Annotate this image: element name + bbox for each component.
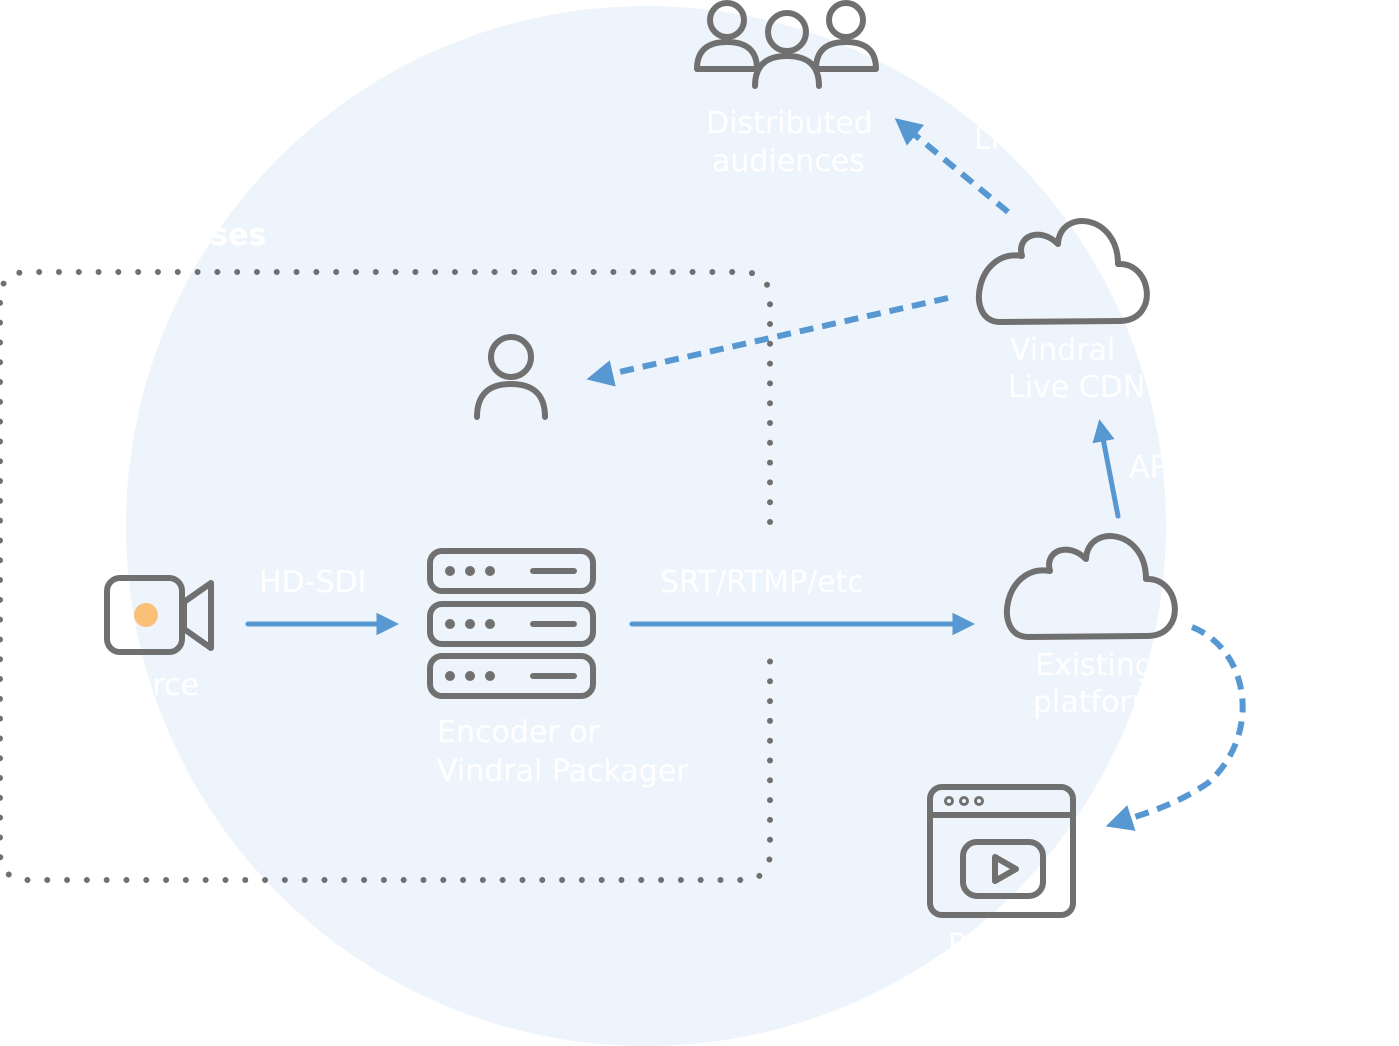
audiences-label-line2: audiences [712, 144, 865, 179]
play-button [960, 839, 1046, 899]
record-dot [134, 603, 158, 627]
audiences-label: Distributed [706, 106, 873, 141]
cdn-to-local-viewer-arrow [586, 295, 949, 387]
vindral-cdn-label-line2: Live CDN [1008, 370, 1145, 405]
cloud-icon [1003, 533, 1178, 640]
user-icon [474, 334, 548, 420]
background-circle [126, 6, 1166, 1046]
player-label: Player [948, 928, 1042, 963]
platform-to-player-arrow [1105, 624, 1246, 831]
encoder-to-platform-label: SRT/RTMP/etc [660, 565, 864, 600]
video-player-icon [927, 784, 1076, 918]
studio-premises-label: Studio premises [0, 218, 266, 253]
user-group-icon [694, 0, 879, 89]
cdn-to-audiences-label: Live [974, 122, 1035, 157]
encoder-label: Encoder or [437, 715, 601, 750]
existing-platform-label: Existing [1035, 648, 1154, 683]
server-stack-icon [427, 548, 596, 699]
encoder-label-line2: Vindral Packager [437, 754, 689, 789]
vindral-cdn-label: Vindral [1010, 333, 1115, 368]
video-camera-icon [104, 575, 214, 655]
cloud-icon [975, 218, 1150, 325]
existing-platform-label-line2: platform [1033, 685, 1160, 720]
platform-to-cdn-arrow [1092, 419, 1121, 519]
source-label: Source [96, 668, 199, 703]
platform-to-cdn-label: API [1129, 450, 1176, 485]
source-to-encoder-label: HD-SDI [259, 565, 366, 600]
